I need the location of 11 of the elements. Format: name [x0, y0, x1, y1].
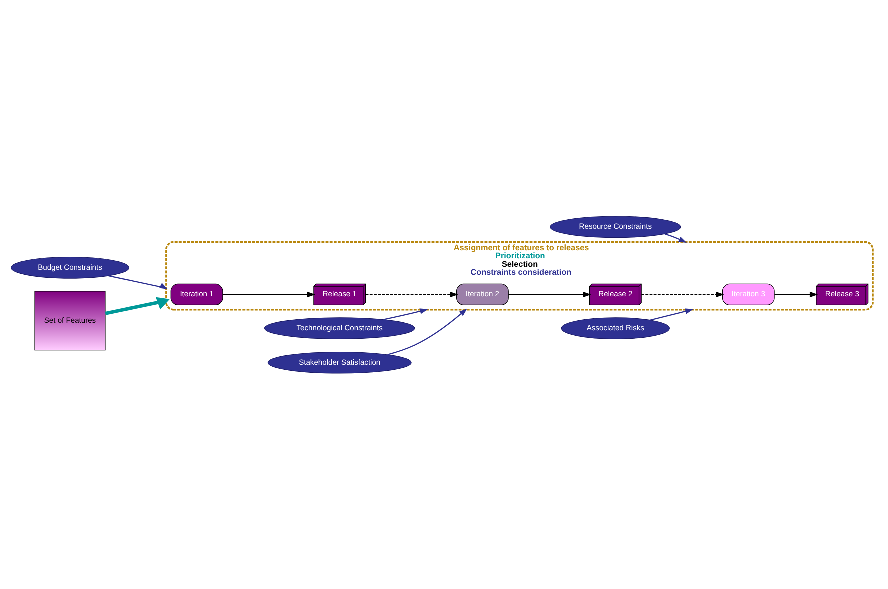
arrow [108, 274, 168, 290]
arrow [382, 308, 428, 320]
arrow [387, 308, 467, 355]
arrow [365, 291, 458, 298]
arrow [222, 291, 316, 298]
arrow [664, 233, 687, 243]
arrow [641, 291, 724, 298]
arrow [508, 291, 591, 298]
arrow [104, 296, 170, 315]
arrow [774, 291, 818, 298]
arrow [650, 308, 694, 320]
